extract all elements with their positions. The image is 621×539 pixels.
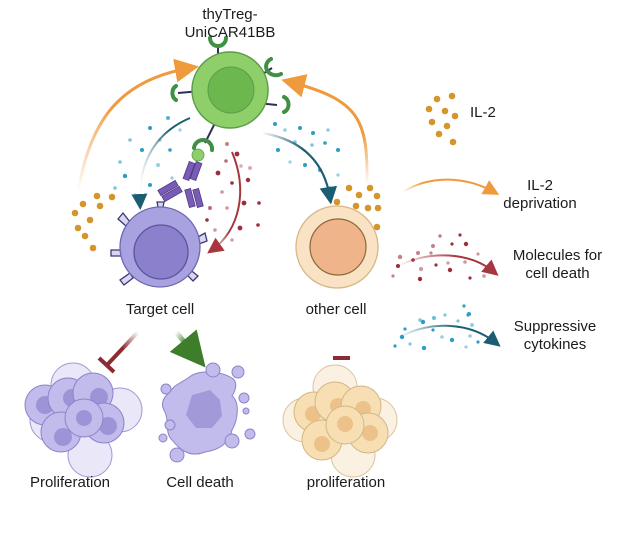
target-proliferation-cluster [24,362,143,478]
activate-arrow-cell-death [169,329,206,368]
legend-il2-deprivation-arrow [402,178,500,195]
treg-label-line2: UniCAR41BB [184,24,276,41]
target-proliferation-label: Proliferation [29,474,111,491]
cytokine-arrow-left [131,117,191,210]
legend-il2-deprivation-label: IL-2 deprivation [500,177,580,213]
legend-death-molecules-label: Molecules for cell death [500,247,615,283]
legend-il2-deprivation-line2: deprivation [503,195,577,212]
target-cell-label: Target cell [125,301,195,318]
legend-cytokines-line2: cytokines [523,336,587,353]
il2-cluster-right [333,184,382,231]
legend-cytokine-arrow [397,324,501,347]
il2-arrow-left [76,58,199,193]
other-cell [295,205,379,289]
car-receptors [170,36,291,152]
other-cell-label: other cell [305,301,367,318]
legend-death-molecule-arrow [397,254,499,276]
cell-death-cluster [158,362,256,463]
cytokine-arrow-right [261,131,338,205]
death-molecule-arrow [207,151,242,254]
other-proliferation-cluster [282,364,398,478]
cytokine-cloud-right [273,122,340,190]
legend-death-molecules-line2: cell death [525,265,590,282]
legend-il2-label: IL-2 [470,104,496,121]
legend-death-molecule-dots [391,233,486,282]
other-proliferation-label: proliferation [306,474,386,491]
legend-il2-deprivation-line1: IL-2 [527,177,553,194]
target-cell [110,201,208,288]
legend-cytokine-dots [393,304,480,351]
cell-death-label: Cell death [166,474,234,491]
treg-cell [170,36,291,152]
inhibit-arrow-target-proliferation [97,330,140,374]
il2-arrow-right [281,74,369,186]
legend-cytokines-label: Suppressive cytokines [505,318,605,354]
treg-label-line1: thyTreg- [202,6,258,23]
antibody-module [157,148,205,208]
il2-cluster-left [71,192,116,252]
death-molecule-cloud [195,142,261,242]
legend-death-molecules-line1: Molecules for [512,247,603,264]
legend-il2-icon [425,92,459,146]
treg-label: thyTreg- UniCAR41BB [170,6,290,42]
inhibit-arrow-other-proliferation [333,330,350,360]
legend-cytokines-line1: Suppressive [513,318,597,335]
